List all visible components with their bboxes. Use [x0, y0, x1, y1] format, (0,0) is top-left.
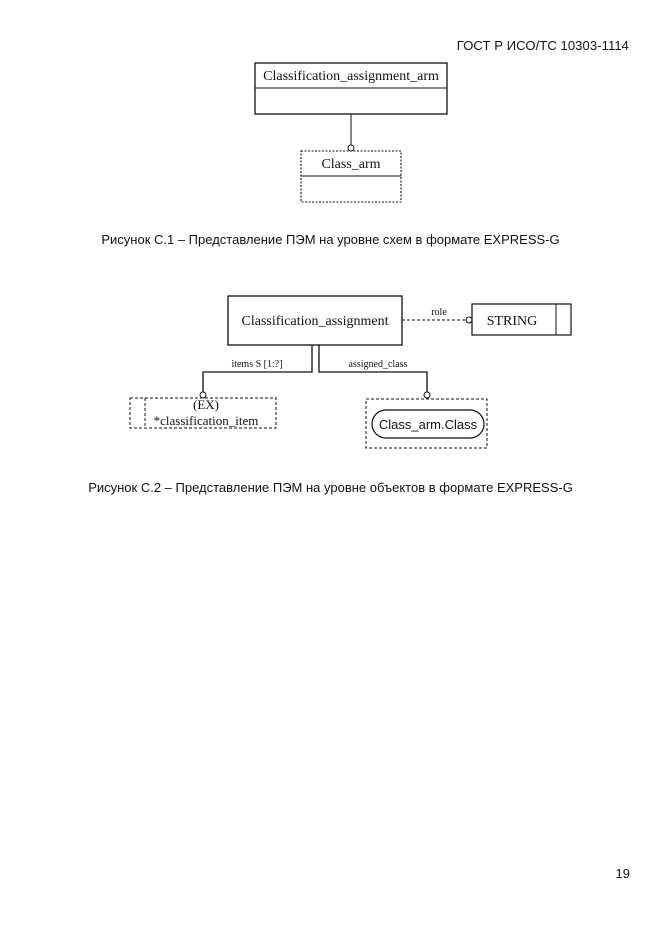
role-attribute-label: role [431, 307, 447, 318]
figure-c1-caption: Рисунок С.1 – Представление ПЭМ на уровн… [101, 232, 560, 247]
page-reference-class-arm-class: Class_arm.Class [365, 398, 488, 449]
select-marker: (EX) [193, 397, 219, 412]
type-label: STRING [487, 314, 538, 329]
entity-label: Classification_assignment [242, 314, 389, 329]
figure-c2-caption: Рисунок С.2 – Представление ПЭМ на уровн… [88, 480, 573, 495]
standard-header: ГОСТ Р ИСО/ТС 10303-1114 [456, 38, 629, 53]
entity-label: Class_arm [321, 157, 380, 172]
items-relation-line [202, 345, 313, 392]
relation-end-circle [465, 316, 473, 324]
entity-class-arm: Class_arm [300, 150, 402, 203]
select-name: *classification_item [154, 413, 259, 428]
relation-end-circle [423, 391, 431, 399]
entity-label: Classification_assignment_arm [263, 69, 439, 84]
figure-c1-diagram: Classification_assignment_arm Class_arm [254, 62, 448, 203]
type-string: STRING [471, 303, 572, 336]
assigned-class-attribute-label: assigned_class [349, 359, 408, 370]
entity-classification-assignment: Classification_assignment [227, 295, 403, 346]
figure-c2-diagram: Classification_assignment role STRING it… [129, 295, 572, 449]
page-number: 19 [615, 866, 630, 881]
select-classification-item: (EX) *classification_item [129, 397, 277, 429]
reference-label: Class_arm.Class [379, 417, 478, 432]
entity-classification-assignment-arm: Classification_assignment_arm [254, 62, 448, 115]
assigned-class-relation-line [318, 345, 428, 392]
items-attribute-label: items S [1:?] [231, 359, 282, 370]
relation-end-circle [347, 144, 355, 152]
